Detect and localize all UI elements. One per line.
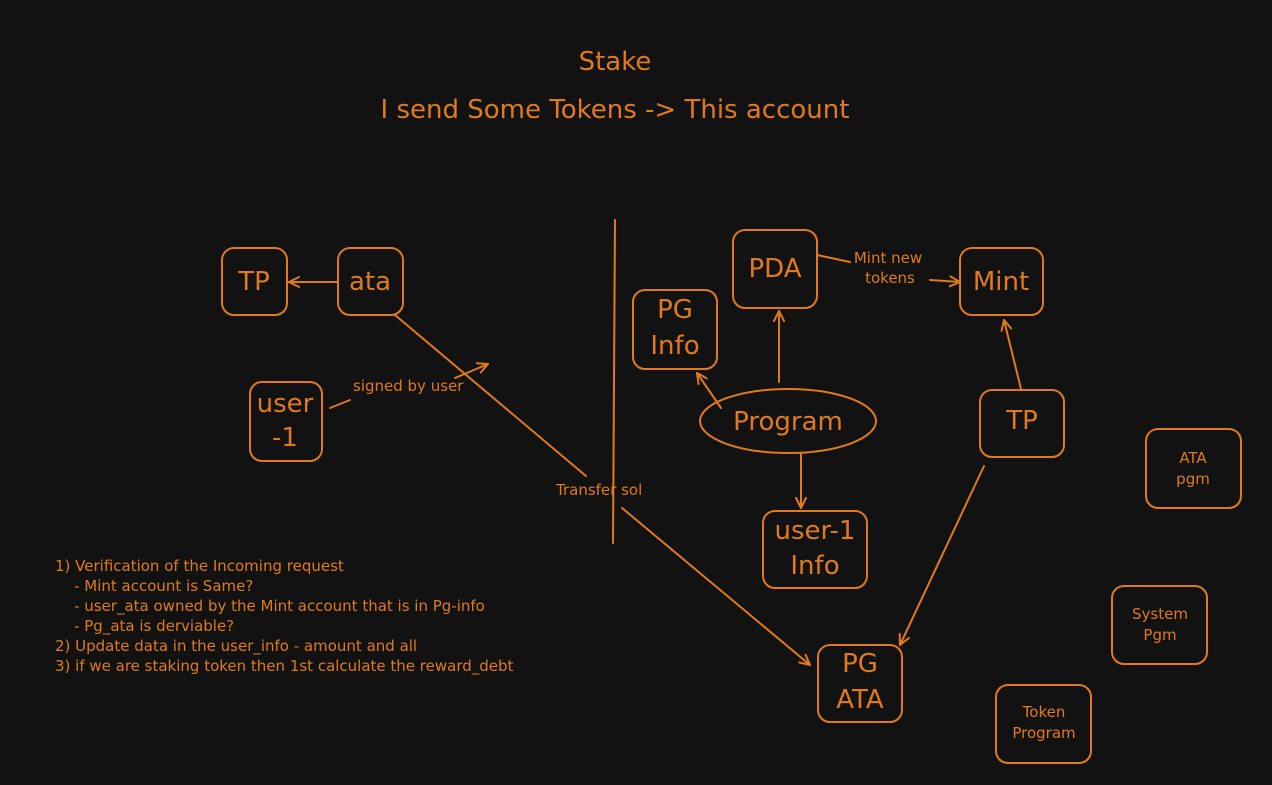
note-line: 2) Update data in the user_info - amount… [55, 637, 417, 656]
svg-text:System: System [1132, 605, 1188, 623]
node-ata: ata [337, 247, 404, 316]
edge-tp-to-mint [1000, 319, 1022, 390]
node-token-program: Token Program [995, 684, 1092, 764]
svg-text:Info: Info [650, 331, 699, 361]
svg-text:TP: TP [1005, 406, 1038, 436]
edge-tp-to-pg-ata [898, 465, 985, 646]
svg-text:Program: Program [733, 407, 843, 437]
node-pda: PDA [732, 229, 818, 309]
note-line: - Pg_ata is derviable? [55, 617, 234, 636]
node-system-pgm: System Pgm [1111, 585, 1208, 665]
mint-new-tokens-label-1: Mint new [854, 249, 922, 267]
diagram-title: Stake [579, 47, 652, 77]
edge-ata-to-pg-ata [394, 314, 587, 477]
svg-text:PDA: PDA [748, 254, 801, 284]
svg-text:user-1: user-1 [775, 516, 856, 546]
edge-user1-signed [329, 399, 351, 409]
svg-text:ATA: ATA [836, 685, 884, 715]
node-tp-left: TP [221, 247, 288, 316]
svg-text:TP: TP [237, 267, 270, 297]
node-tp-right: TP [979, 389, 1065, 458]
svg-text:PG: PG [657, 295, 693, 325]
svg-text:-1: -1 [272, 423, 298, 453]
transfer-sol-label: Transfer sol [555, 481, 642, 499]
svg-text:user: user [257, 389, 314, 419]
signed-by-user-label: signed by user [353, 377, 464, 395]
edge-transfer-to-pg-ata [621, 507, 811, 666]
notes-block: 1) Verification of the Incoming request … [55, 557, 514, 676]
node-mint: Mint [959, 247, 1044, 316]
node-pg-ata: PG ATA [817, 644, 903, 723]
note-line: - Mint account is Same? [55, 577, 253, 595]
svg-text:ATA: ATA [1179, 449, 1207, 467]
mint-new-tokens-label-2: tokens [865, 269, 915, 287]
node-pg-info: PG Info [632, 289, 718, 370]
svg-text:ata: ata [349, 267, 391, 297]
note-line: - user_ata owned by the Mint account tha… [55, 597, 485, 616]
note-line: 1) Verification of the Incoming request [55, 557, 344, 575]
svg-text:Token: Token [1022, 703, 1066, 721]
edge-pda-to-mint-end [929, 275, 961, 288]
svg-text:Pgm: Pgm [1143, 626, 1176, 644]
svg-text:Info: Info [790, 551, 839, 581]
edge-pda-to-mint-start [816, 254, 851, 263]
divider-line [612, 219, 616, 544]
node-user-1-info: user-1 Info [762, 510, 868, 589]
svg-text:Mint: Mint [973, 267, 1029, 297]
note-line: 3) if we are staking token then 1st calc… [55, 657, 514, 676]
diagram-subtitle: I send Some Tokens -> This account [381, 95, 850, 125]
node-ata-pgm: ATA pgm [1145, 428, 1242, 509]
svg-text:PG: PG [842, 649, 878, 679]
edge-signed-arrow [454, 362, 489, 379]
svg-text:Program: Program [1012, 724, 1075, 742]
node-program: Program [699, 388, 877, 454]
svg-text:pgm: pgm [1176, 470, 1210, 488]
node-user-1: user -1 [249, 381, 323, 462]
